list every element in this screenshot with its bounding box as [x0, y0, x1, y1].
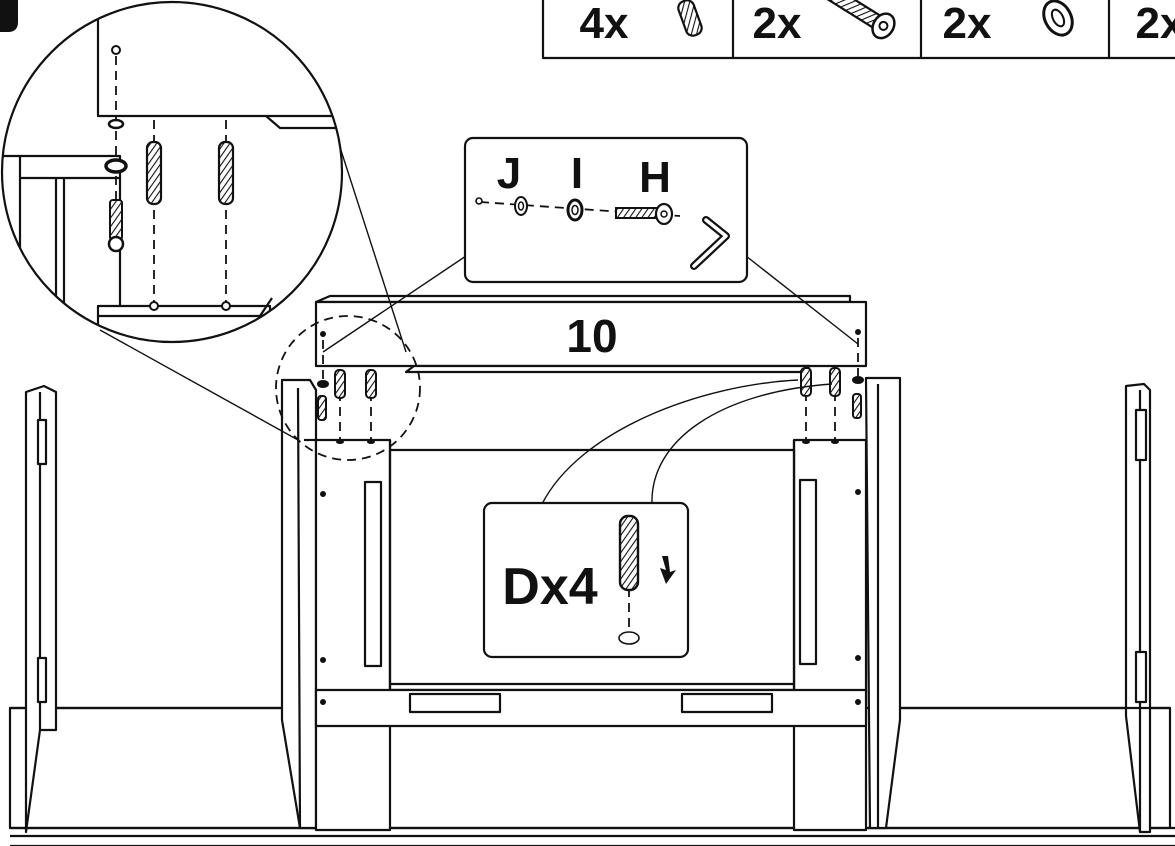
- step-badge: [0, 0, 18, 32]
- dowel-icon: [618, 514, 640, 592]
- parts-table: 4x 2x 2x 2x: [541, 0, 1175, 60]
- label-h: H: [639, 153, 671, 202]
- dowel-label: Dx4: [502, 558, 597, 616]
- qty-dowel: 4x: [580, 0, 629, 48]
- label-j: J: [497, 149, 521, 198]
- bolt-icon: [815, 0, 896, 40]
- dowel-callout: Dx4: [482, 379, 833, 659]
- top-panel-10: 10: [314, 294, 868, 374]
- main-dowels: [317, 338, 864, 444]
- arrow-down-icon: [660, 556, 676, 584]
- left-side-panel: [24, 384, 58, 834]
- qty-lock-washer: 2x: [943, 0, 992, 48]
- dowel-icon: [677, 0, 703, 37]
- zoom-focus-circle: [275, 315, 421, 461]
- lock-washer-icon: [566, 198, 584, 222]
- base-panel: [8, 706, 1175, 846]
- allen-key-icon: [690, 216, 730, 270]
- label-i: I: [571, 149, 583, 198]
- right-side-panel: [1124, 382, 1152, 834]
- washer-icon: [514, 196, 528, 216]
- right-upright: [864, 376, 902, 830]
- bolt-icon: [615, 202, 674, 226]
- hardware-callout: J I H: [322, 136, 859, 353]
- qty-washer: 2x: [1136, 0, 1175, 48]
- panel-number: 10: [566, 310, 617, 362]
- qty-bolt: 2x: [753, 0, 802, 48]
- lock-washer-icon: [1042, 0, 1074, 37]
